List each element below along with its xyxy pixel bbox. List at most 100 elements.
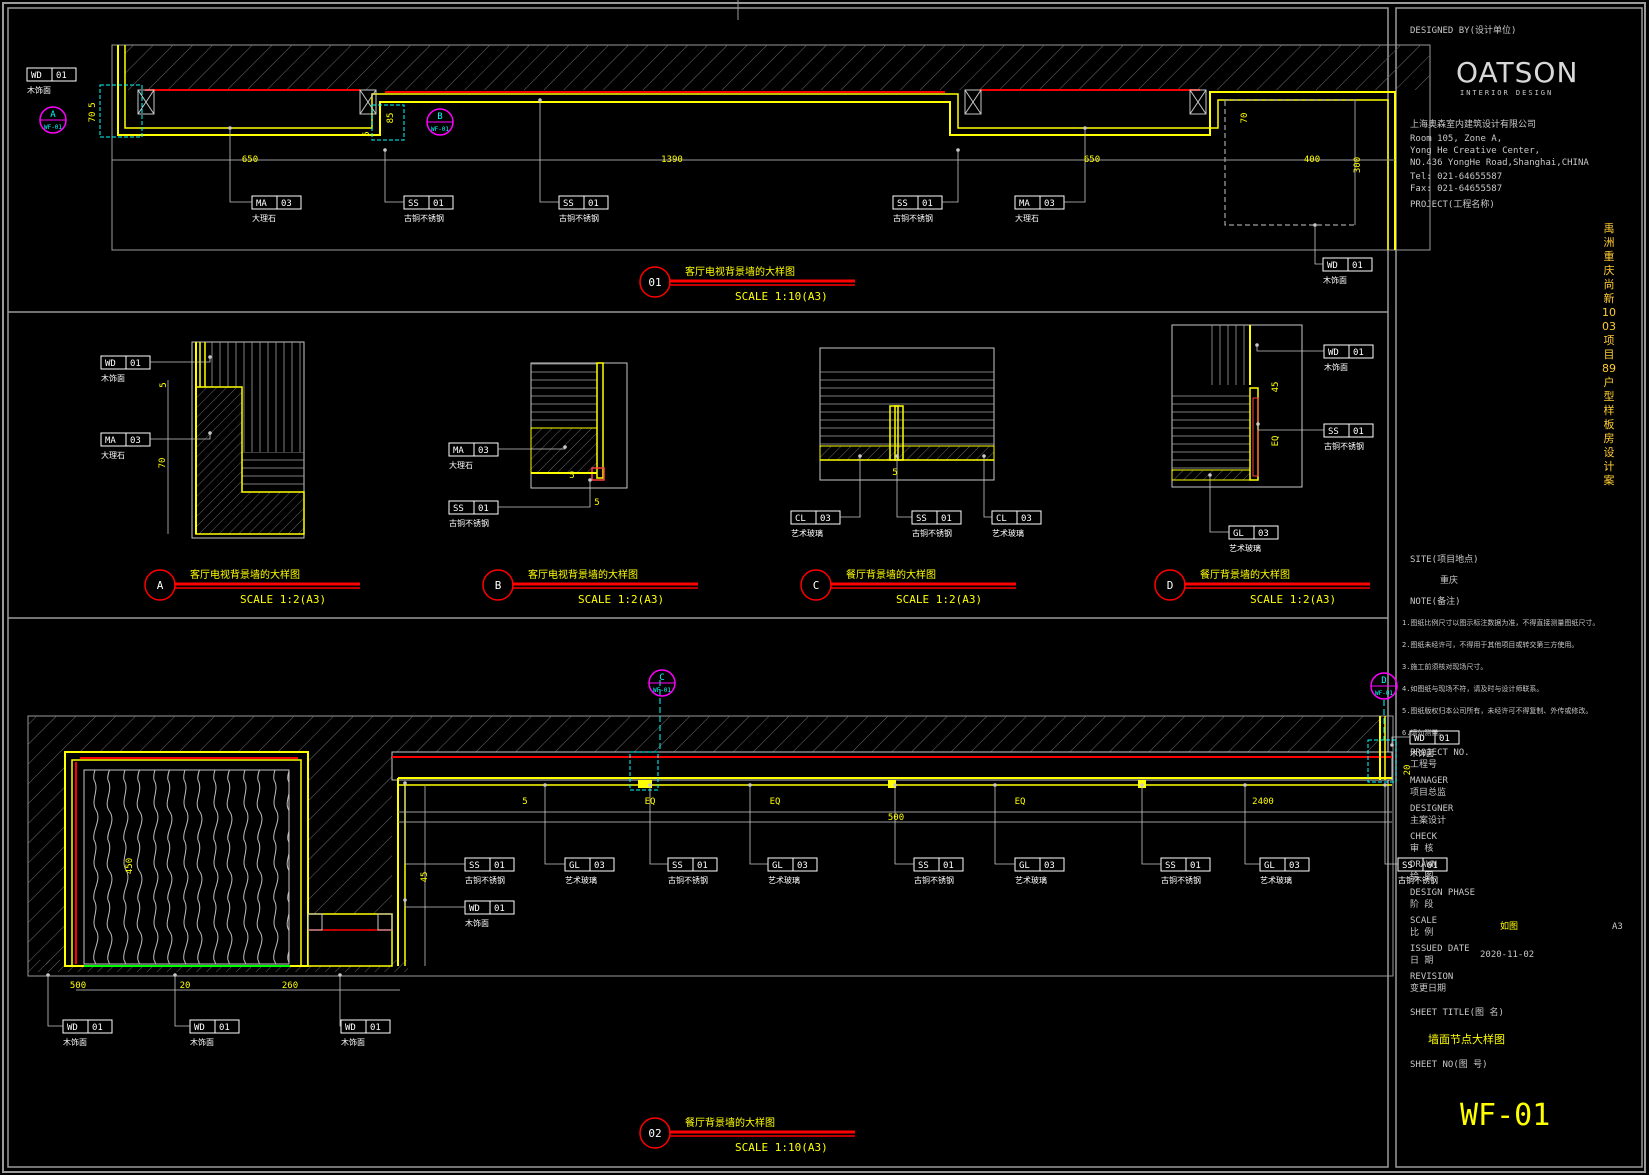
dimension-3: 650 [1084, 155, 1100, 165]
material-tag-18: SS 01 古铜不锈钢 [403, 781, 515, 885]
svg-text:WF-01: WF-01 [44, 124, 62, 131]
issued-cn: 日 期 [1410, 956, 1434, 966]
drawing-frame [7, 7, 1389, 1168]
svg-text:GL: GL [569, 861, 580, 871]
project-label: PROJECT(工程名称) [1410, 200, 1495, 210]
svg-text:WD: WD [345, 1023, 356, 1033]
dimension-29: 260 [282, 981, 298, 991]
svg-text:古铜不锈钢: 古铜不锈钢 [668, 875, 708, 885]
svg-text:WF-01: WF-01 [431, 126, 449, 133]
svg-text:SS: SS [1165, 861, 1176, 871]
svg-text:A: A [157, 579, 164, 592]
svg-text:03: 03 [1289, 861, 1300, 871]
material-tag-28: WD 01 木饰面 [1390, 730, 1460, 758]
svg-text:GL: GL [1264, 861, 1275, 871]
svg-text:客厅电视背景墙的大样图: 客厅电视背景墙的大样图 [190, 568, 300, 581]
dimension-4: 400 [1304, 155, 1320, 165]
manager-cn: 项目总监 [1410, 788, 1447, 798]
svg-text:SS: SS [469, 861, 480, 871]
site-label: SITE(项目地点) [1410, 555, 1479, 565]
svg-text:01: 01 [1353, 348, 1364, 358]
svg-text:古铜不锈钢: 古铜不锈钢 [465, 875, 505, 885]
scale-value: 如图 [1500, 922, 1519, 932]
material-tag-16: SS 01 古铜不锈钢 [1256, 422, 1374, 451]
check-label: CHECK [1410, 832, 1438, 842]
site-value: 重庆 [1440, 576, 1459, 586]
svg-text:WF-01: WF-01 [1375, 690, 1393, 697]
svg-text:WD: WD [1414, 734, 1425, 744]
drawn-cn: 绘 图 [1410, 872, 1434, 882]
svg-text:03: 03 [478, 446, 489, 456]
svg-text:WD: WD [31, 71, 42, 81]
revision-label: REVISION [1410, 972, 1454, 982]
dimension-24: 450 [125, 858, 135, 874]
svg-text:木饰面: 木饰面 [341, 1037, 365, 1047]
svg-text:木饰面: 木饰面 [27, 85, 51, 95]
svg-text:古铜不锈钢: 古铜不锈钢 [914, 875, 954, 885]
detail-marker-b: BWF-01 [426, 108, 454, 136]
svg-text:SCALE 1:10(A3): SCALE 1:10(A3) [735, 290, 828, 303]
svg-text:古铜不锈钢: 古铜不锈钢 [1324, 441, 1364, 451]
svg-text:SS: SS [1328, 427, 1339, 437]
svg-text:03: 03 [797, 861, 808, 871]
note-4: 4.如图纸与现场不符，请及时与设计师联系。 [1402, 685, 1544, 693]
dimension-11: 70 [158, 458, 168, 469]
svg-text:古铜不锈钢: 古铜不锈钢 [893, 213, 933, 223]
dimension-19: EQ [645, 797, 656, 807]
designer-label: DESIGNER [1410, 804, 1454, 814]
svg-text:01: 01 [922, 199, 933, 209]
svg-text:01: 01 [1427, 861, 1438, 871]
svg-text:03: 03 [130, 436, 141, 446]
svg-text:03: 03 [1044, 861, 1055, 871]
svg-text:SS: SS [897, 199, 908, 209]
svg-text:SS: SS [672, 861, 683, 871]
svg-text:01: 01 [56, 71, 67, 81]
svg-text:木饰面: 木饰面 [190, 1037, 214, 1047]
project-name: 禹洲重庆尚新1003项目89户型样板房设计案 [1602, 222, 1616, 487]
svg-text:01: 01 [1439, 734, 1450, 744]
view-d-section [1171, 324, 1303, 488]
svg-text:SCALE 1:2(A3): SCALE 1:2(A3) [240, 593, 326, 606]
svg-text:MA: MA [105, 436, 116, 446]
issued-label: ISSUED DATE [1410, 944, 1470, 954]
dimension-6: 70 [1240, 113, 1250, 124]
svg-text:GL: GL [772, 861, 783, 871]
svg-text:03: 03 [281, 199, 292, 209]
dimension-16: 45 [1271, 382, 1281, 393]
svg-text:D: D [1167, 579, 1174, 592]
sheet-title: 墙面节点大样图 [1428, 1033, 1505, 1046]
svg-text:MA: MA [453, 446, 464, 456]
dimension-5: 300 [1353, 157, 1363, 173]
svg-text:01: 01 [433, 199, 444, 209]
dimension-1: 650 [242, 155, 258, 165]
svg-text:01: 01 [370, 1023, 381, 1033]
phase-label: DESIGN PHASE [1410, 888, 1476, 898]
svg-text:艺术玻璃: 艺术玻璃 [565, 875, 597, 885]
dimension-17: EQ [1271, 436, 1281, 447]
svg-text:SS: SS [1402, 861, 1413, 871]
note-3: 3.施工前须核对现场尺寸。 [1402, 663, 1488, 671]
svg-text:01: 01 [130, 359, 141, 369]
company-line-2: Room 105, Zone A, [1410, 134, 1503, 144]
svg-text:木饰面: 木饰面 [1410, 748, 1434, 758]
svg-text:SS: SS [563, 199, 574, 209]
svg-text:C: C [813, 579, 820, 592]
company-line-1: 上海奥森室内建筑设计有限公司 [1410, 120, 1537, 130]
svg-text:01: 01 [1353, 427, 1364, 437]
svg-text:艺术玻璃: 艺术玻璃 [768, 875, 800, 885]
svg-text:大理石: 大理石 [449, 460, 473, 470]
svg-text:01: 01 [494, 861, 505, 871]
